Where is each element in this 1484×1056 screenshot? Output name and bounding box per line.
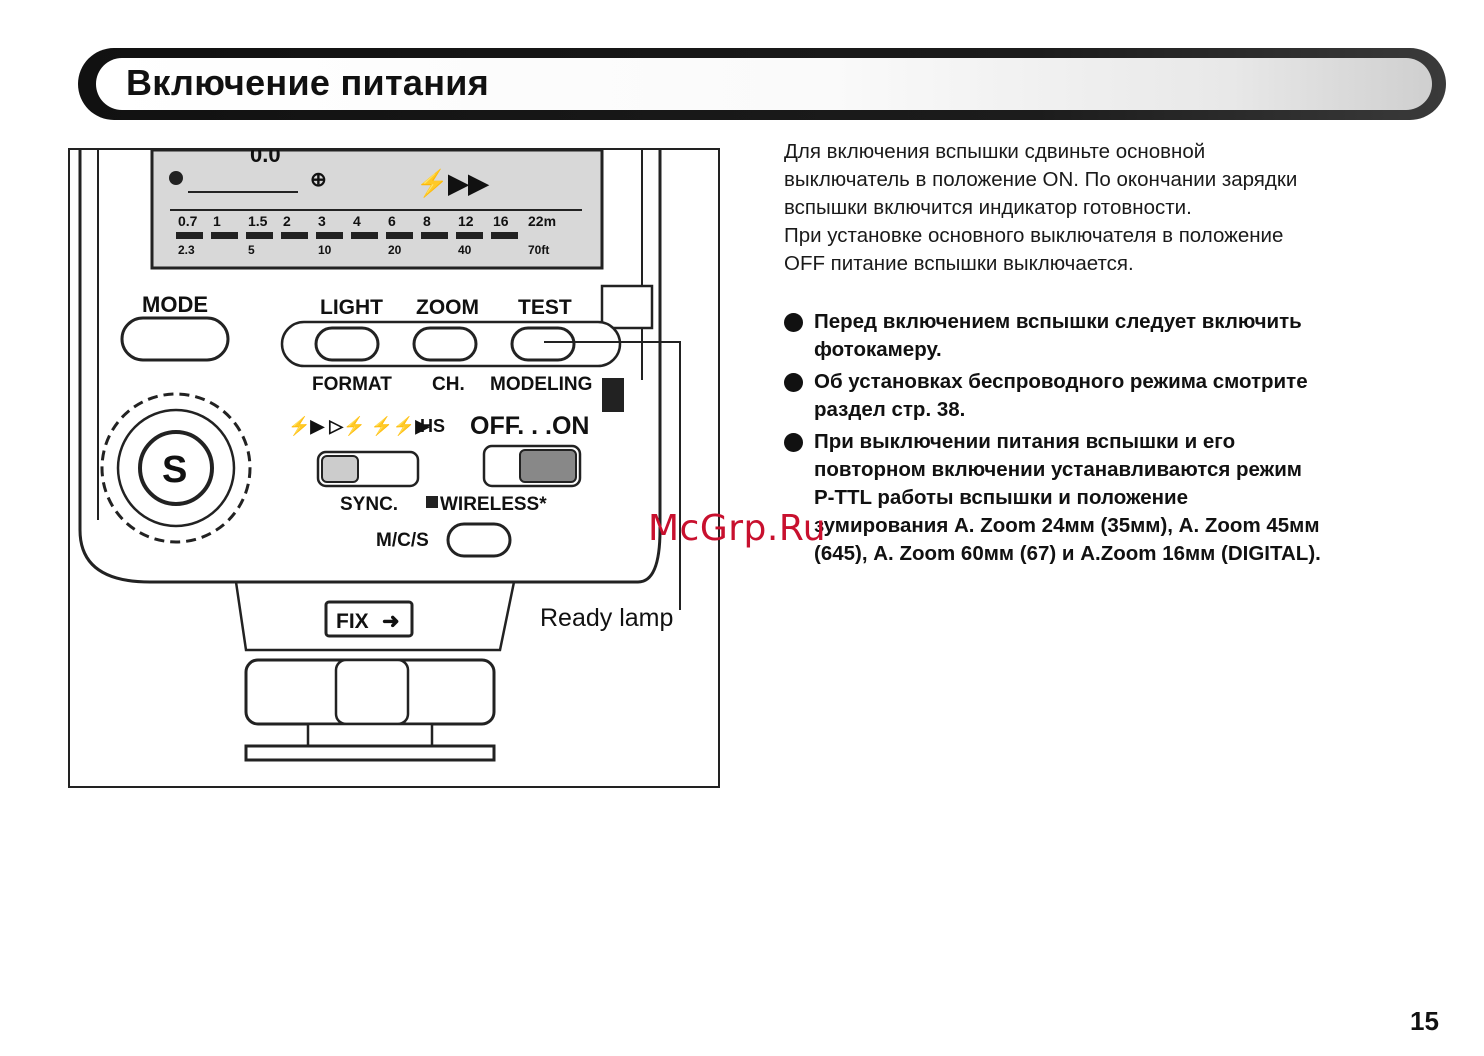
mode-label: MODE (142, 292, 208, 317)
lcd-scale-feet-label: 5 (248, 243, 255, 257)
lcd-scale-meters: 0.7 1 1.5 2 3 4 6 8 12 16 22m (178, 213, 556, 229)
watermark: McGrp.Ru (648, 508, 827, 549)
power-switch-label: OFF. . .ON (470, 412, 589, 440)
lcd-scale-feet: 2.3 5 10 20 40 70ft (178, 243, 549, 257)
lcd-scale-bar (386, 232, 413, 239)
test-label: TEST (518, 296, 572, 319)
page-title: Включение питания (126, 62, 490, 103)
lcd-scale-feet-label: 40 (458, 243, 472, 257)
flash-panel-drawing: 0.0 ⊕ ⚡▶▶ 0.7 1 1.5 2 3 4 6 8 12 16 22m 2.3 5 10 20 40… (78, 150, 681, 762)
mode-dial-center (138, 430, 214, 506)
lcd-scale-bar (351, 232, 378, 239)
lcd-scale-meter-label: 12 (458, 213, 474, 229)
lcd-exposure-readout: 0.0 (250, 150, 281, 167)
sync-switch[interactable] (321, 455, 359, 483)
lcd-scale-feet-label: 70ft (528, 243, 549, 257)
lcd-scale-feet-label: 20 (388, 243, 402, 257)
lcd-scale-meter-label: 22m (528, 213, 556, 229)
light-label: LIGHT (320, 296, 383, 319)
notes-list: Перед включением вспышки следует включит… (784, 308, 1452, 572)
note-item: При выключении питания вспышки и его пов… (784, 428, 1452, 568)
lcd-scale-feet-label: 2.3 (178, 243, 195, 257)
ready-lamp-label: Ready lamp (540, 604, 673, 632)
lcd-scale-meter-label: 8 (423, 213, 431, 229)
sync-label: SYNC. (340, 494, 398, 515)
format-label: FORMAT (312, 374, 392, 395)
bullet-icon (784, 313, 803, 332)
modeling-label: MODELING (490, 374, 592, 395)
fix-lock-label: FIX (336, 610, 369, 633)
lcd-scale-bar (176, 232, 203, 239)
light-button[interactable] (314, 326, 380, 362)
wireless-label: WIRELESS* (440, 494, 547, 515)
lcd-scale-bar (316, 232, 343, 239)
bullet-icon (784, 373, 803, 392)
lcd-scale-bar (211, 232, 238, 239)
fix-arrow-icon: ➜ (382, 610, 400, 633)
sync-mode-icons: ⚡▶ ▷⚡ ⚡⚡▶ (288, 415, 430, 437)
flash-body-outline (78, 150, 662, 584)
side-latch (600, 284, 654, 330)
lcd-scale-meter-label: 3 (318, 213, 326, 229)
lcd-scale-bar (281, 232, 308, 239)
lcd-scale-bar (456, 232, 483, 239)
lcd-scale-bar (246, 232, 273, 239)
intro-text: Для включения вспышки сдвиньте основной … (784, 138, 1452, 278)
wireless-icon (426, 496, 438, 508)
ch-label: CH. (432, 374, 465, 395)
note-item: Об установках беспроводного режима смотр… (784, 368, 1452, 424)
note-text: Перед включением вспышки следует включит… (814, 310, 1302, 361)
flash-foot-neck (234, 581, 516, 652)
lcd-minus-icon (169, 171, 183, 185)
side-lamp-block (602, 378, 624, 412)
lcd-scale-meter-label: 6 (388, 213, 396, 229)
lcd-plus-icon: ⊕ (310, 169, 327, 191)
zoom-label: ZOOM (416, 296, 479, 319)
lcd-scale-meter-label: 1 (213, 213, 221, 229)
lcd-scale-meter-label: 16 (493, 213, 509, 229)
lcd-scale-bars (176, 232, 518, 239)
intro-paragraph: Для включения вспышки сдвиньте основной … (784, 140, 1298, 275)
note-item: Перед включением вспышки следует включит… (784, 308, 1452, 364)
test-button[interactable] (510, 326, 576, 362)
note-text: При выключении питания вспышки и его пов… (814, 430, 1321, 565)
lcd-scale-meter-label: 0.7 (178, 213, 198, 229)
bullet-icon (784, 433, 803, 452)
dial-s-label: S (162, 449, 187, 491)
lcd-scale-bar (421, 232, 448, 239)
hot-shoe-stem (306, 722, 434, 748)
mode-button[interactable] (120, 316, 230, 362)
zoom-button[interactable] (412, 326, 478, 362)
lcd-flash-icon: ⚡▶▶ (416, 168, 489, 199)
lock-wheel-knob (334, 658, 410, 726)
lcd-scale-meter-label: 1.5 (248, 213, 268, 229)
power-switch[interactable] (519, 449, 577, 483)
ready-lamp-leader (544, 341, 681, 610)
title-bar-inner (96, 58, 1432, 110)
mcs-button[interactable] (446, 522, 512, 558)
fix-lock-label-box (324, 600, 414, 638)
lcd-scale-feet-label: 10 (318, 243, 332, 257)
hs-sync-label: HS (420, 416, 445, 436)
flash-panel-figure: 0.0 ⊕ ⚡▶▶ 0.7 1 1.5 2 3 4 6 8 12 16 22m 2.3 5 10 20 40… (68, 148, 720, 788)
mcs-label: M/C/S (376, 530, 429, 551)
note-text: Об установках беспроводного режима смотр… (814, 370, 1308, 421)
hot-shoe-plate (244, 744, 496, 762)
lcd-scale-meter-label: 4 (353, 213, 361, 229)
lcd-scale-meter-label: 2 (283, 213, 291, 229)
page-number: 15 (1410, 1006, 1439, 1036)
lcd-scale-bar (491, 232, 518, 239)
